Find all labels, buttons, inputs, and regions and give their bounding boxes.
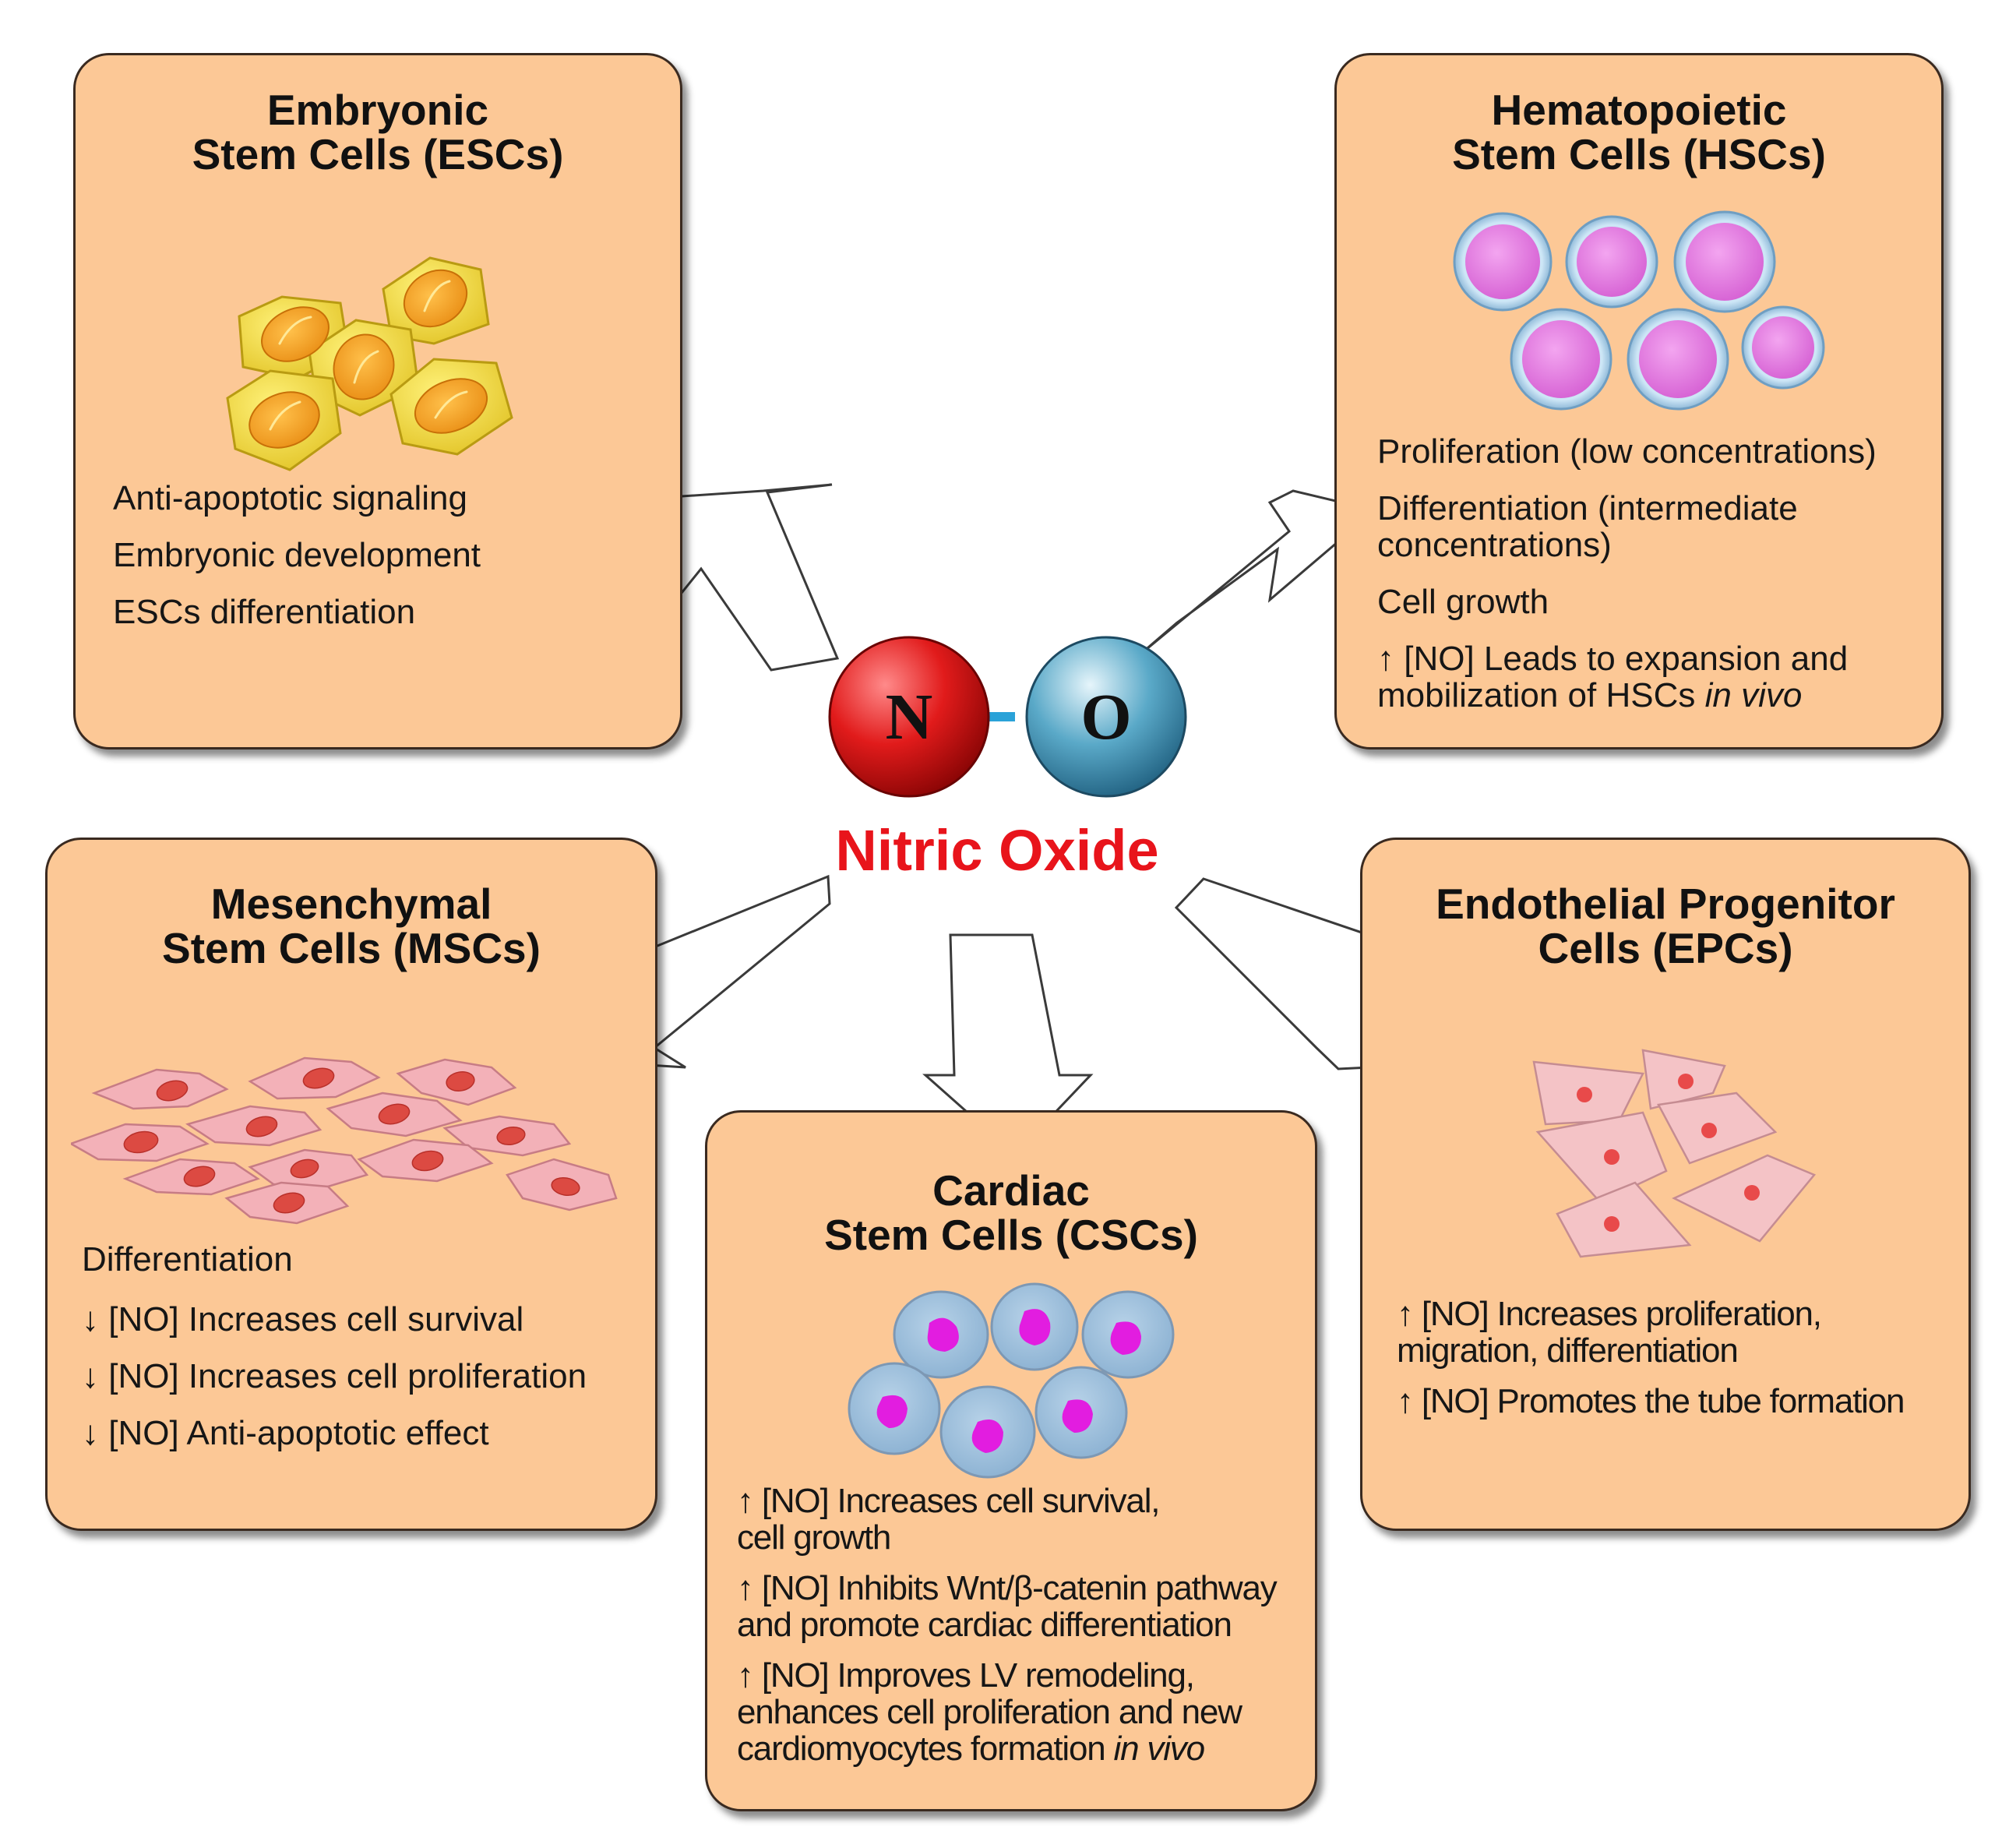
csc-title-line1: Cardiac: [932, 1166, 1090, 1215]
cardiac-cells-illustration: [848, 1282, 1175, 1479]
msc-title-line1: Mesenchymal: [210, 880, 492, 928]
msc-effect-1: Differentiation: [82, 1240, 293, 1278]
epc-effects-list: ↑ [NO] Increases proliferation, migratio…: [1397, 1296, 1942, 1434]
esc-effect-2: Embryonic development: [113, 536, 481, 574]
oxygen-label: O: [1080, 681, 1131, 753]
msc-box: Mesenchymal Stem Cells (MSCs): [45, 838, 657, 1531]
hsc-effect-4-text: ↑ [NO] Leads to expansion and mobilizati…: [1377, 640, 1849, 714]
hsc-effect-3: Cell growth: [1377, 583, 1549, 621]
esc-effect-1: Anti-apoptotic signaling: [113, 479, 467, 517]
nitrogen-atom: [828, 636, 990, 798]
hsc-title-line1: Hematopoietic: [1491, 86, 1787, 134]
epc-title: Endothelial Progenitor Cells (EPCs): [1362, 882, 1968, 971]
msc-effect-3: ↓ [NO] Increases cell proliferation: [82, 1357, 587, 1395]
oxygen-atom: [1025, 636, 1187, 798]
hsc-effect-1: Proliferation (low concentrations): [1377, 432, 1877, 471]
epc-title-line2: Cells (EPCs): [1538, 924, 1793, 972]
hsc-title-line2: Stem Cells (HSCs): [1452, 130, 1826, 178]
hematopoietic-cells-illustration: [1453, 210, 1825, 411]
esc-title-line2: Stem Cells (ESCs): [192, 130, 564, 178]
nitric-oxide-caption: Nitric Oxide: [835, 818, 1159, 883]
epc-effect-2: ↑ [NO] Promotes the tube formation: [1397, 1382, 1905, 1420]
arrow-to-hsc: [1137, 489, 1378, 658]
epc-title-line1: Endothelial Progenitor: [1436, 880, 1895, 928]
epc-effect-1: ↑ [NO] Increases proliferation, migratio…: [1397, 1295, 1822, 1370]
csc-effects-list: ↑ [NO] Increases cell survival, cell gro…: [737, 1483, 1298, 1781]
hsc-effects-list: Proliferation (low concentrations) Diffe…: [1377, 433, 1938, 734]
endothelial-cells-illustration: [1532, 1049, 1817, 1258]
csc-box: Cardiac Stem Cells (CSCs) ↑ [NO] Increas…: [705, 1110, 1317, 1811]
epc-box: Endothelial Progenitor Cells (EPCs) ↑ [N…: [1360, 838, 1971, 1531]
csc-effect-3-italic: in vivo: [1113, 1730, 1206, 1768]
esc-box: Embryonic Stem Cells (ESCs): [73, 53, 682, 749]
nitrogen-label: N: [886, 681, 933, 753]
msc-effects-list: Differentiation ↓ [NO] Increases cell su…: [82, 1241, 650, 1472]
hsc-effect-4-italic: in vivo: [1704, 676, 1803, 714]
embryonic-cells-illustration: [226, 256, 513, 471]
msc-title: Mesenchymal Stem Cells (MSCs): [48, 882, 655, 971]
msc-title-line2: Stem Cells (MSCs): [162, 924, 541, 972]
hsc-box: Hematopoietic Stem Cells (HSCs): [1334, 53, 1944, 749]
esc-effect-3: ESCs differentiation: [113, 593, 416, 631]
nitric-oxide-molecule: N O: [828, 636, 1187, 798]
csc-effect-1: ↑ [NO] Increases cell survival, cell gro…: [737, 1482, 1161, 1557]
csc-effect-3-text: ↑ [NO] Improves LV remodeling, enhances …: [737, 1656, 1242, 1768]
mesenchymal-cells-illustration: [71, 1056, 618, 1225]
molecular-bond: [984, 712, 1015, 721]
csc-effect-3: ↑ [NO] Improves LV remodeling, enhances …: [737, 1657, 1290, 1767]
csc-title: Cardiac Stem Cells (CSCs): [707, 1169, 1315, 1257]
esc-title: Embryonic Stem Cells (ESCs): [76, 88, 680, 177]
esc-title-line1: Embryonic: [266, 86, 489, 134]
csc-title-line2: Stem Cells (CSCs): [824, 1211, 1198, 1259]
esc-effects-list: Anti-apoptotic signaling Embryonic devel…: [113, 480, 658, 651]
hsc-title: Hematopoietic Stem Cells (HSCs): [1337, 88, 1941, 177]
msc-effect-2: ↓ [NO] Increases cell survival: [82, 1300, 524, 1338]
hsc-effect-2: Differentiation (intermediate concentrat…: [1377, 489, 1798, 564]
hsc-effect-4: ↑ [NO] Leads to expansion and mobilizati…: [1377, 640, 1915, 714]
csc-effect-2: ↑ [NO] Inhibits Wnt/β-catenin pathway an…: [737, 1569, 1278, 1644]
msc-effect-4: ↓ [NO] Anti-apoptotic effect: [82, 1414, 489, 1452]
